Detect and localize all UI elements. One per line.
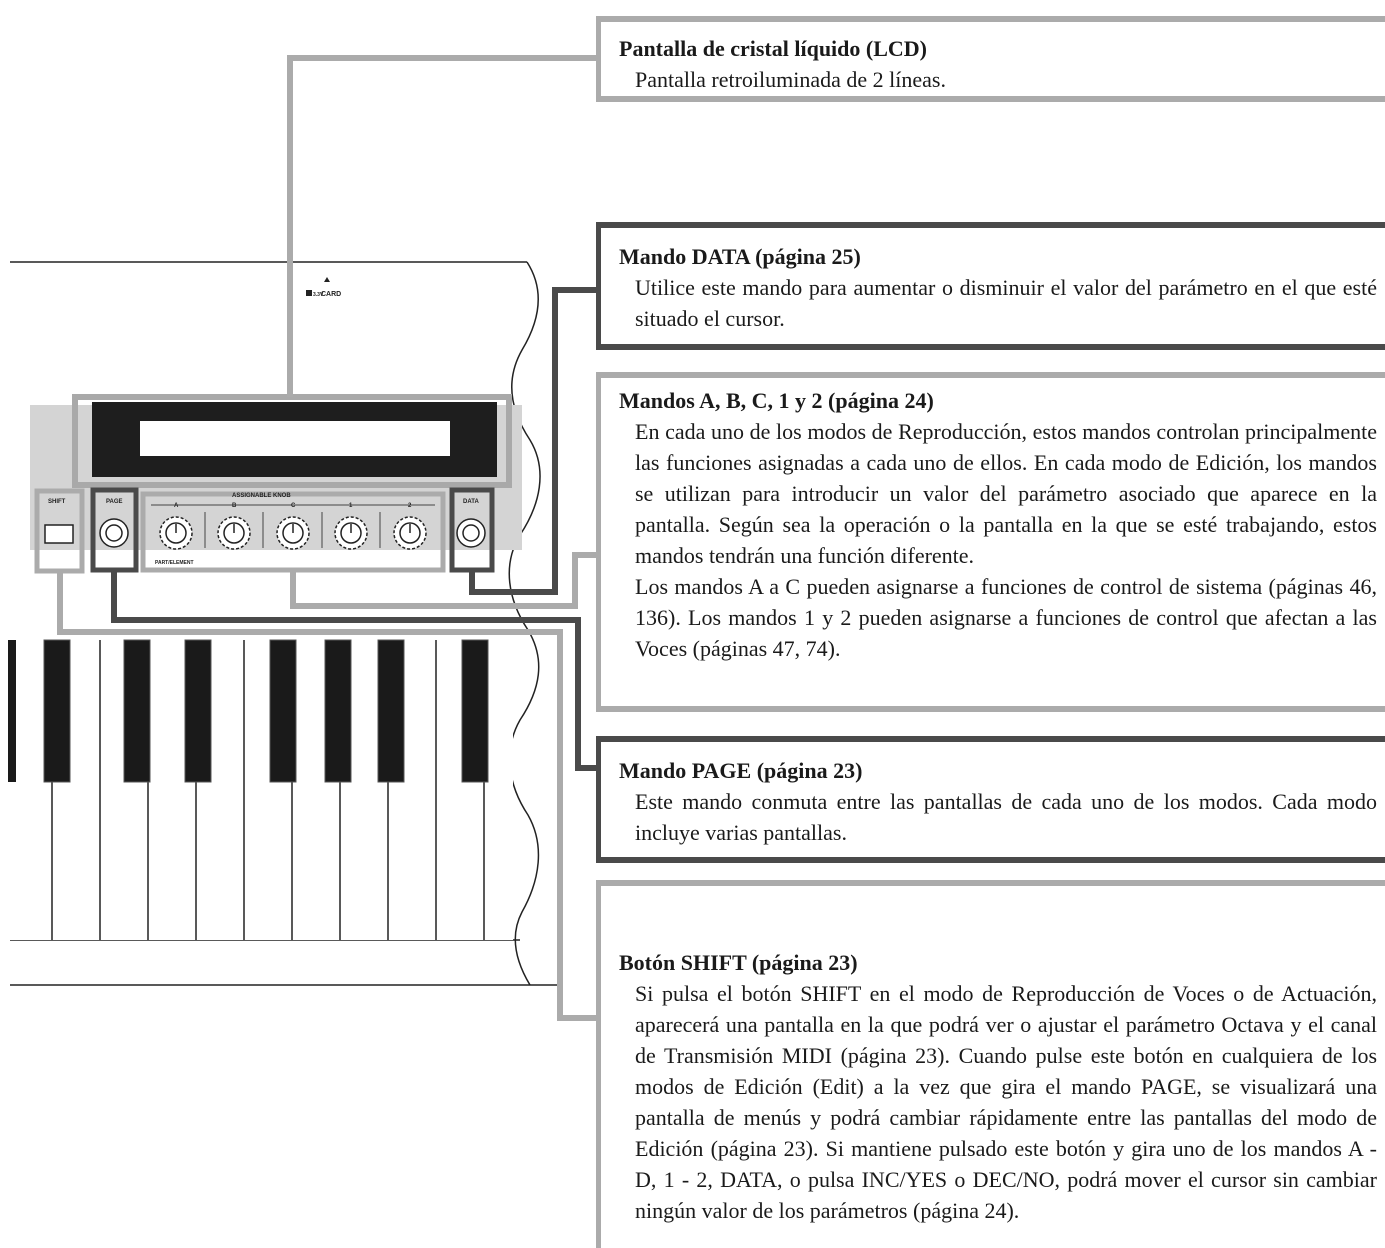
callout-data-title: Mando DATA (página 25) — [619, 244, 861, 269]
knob-b[interactable] — [217, 516, 251, 550]
knob-a[interactable] — [159, 516, 193, 550]
callout-data: Mando DATA (página 25) Utilice este mand… — [596, 222, 1385, 350]
callout-knobs-body-2: Los mandos A a C pueden asignarse a func… — [635, 574, 1377, 661]
svg-text:1: 1 — [349, 503, 353, 509]
callout-page-title: Mando PAGE (página 23) — [619, 758, 863, 783]
card-slot: 3.3V CARD — [306, 277, 341, 298]
leader-page — [111, 570, 598, 771]
svg-text:A: A — [174, 503, 179, 509]
callout-lcd-title: Pantalla de cristal líquido (LCD) — [619, 36, 928, 61]
lcd-screen — [140, 421, 450, 456]
svg-text:PART/ELEMENT: PART/ELEMENT — [155, 560, 194, 566]
knob-2[interactable] — [393, 516, 427, 550]
svg-text:C: C — [291, 503, 296, 509]
callout-shift-title: Botón SHIFT (página 23) — [619, 950, 858, 975]
black-key — [184, 639, 212, 783]
page-knob[interactable] — [99, 518, 129, 548]
black-key — [377, 639, 405, 783]
callout-lcd-body: Pantalla retroiluminada de 2 líneas. — [635, 67, 946, 92]
control-panel: SHIFT PAGE ASSIGNABLE KNOB A B C 1 2 — [30, 394, 522, 574]
svg-text:SHIFT: SHIFT — [48, 499, 66, 505]
leader-data — [469, 287, 598, 595]
black-key — [461, 639, 489, 783]
callout-data-body: Utilice este mando para aumentar o dismi… — [635, 275, 1377, 331]
keyboard — [8, 639, 513, 940]
black-key — [269, 639, 297, 783]
black-key — [123, 639, 151, 783]
black-key — [324, 639, 352, 783]
black-key — [43, 639, 71, 783]
svg-text:B: B — [232, 503, 237, 509]
data-knob[interactable] — [456, 518, 486, 548]
shift-button[interactable] — [44, 524, 74, 544]
leader-lcd — [287, 55, 598, 397]
leader-lines — [57, 55, 598, 1021]
svg-text:DATA: DATA — [463, 499, 479, 505]
card-voltage: 3.3V — [313, 292, 324, 298]
callout-knobs-title: Mandos A, B, C, 1 y 2 (página 24) — [619, 388, 934, 413]
svg-text:PAGE: PAGE — [106, 499, 123, 505]
callout-lcd: Pantalla de cristal líquido (LCD) Pantal… — [596, 16, 1385, 102]
leader-knobs — [290, 552, 598, 609]
knob-1[interactable] — [334, 516, 368, 550]
callout-page: Mando PAGE (página 23) Este mando conmut… — [596, 736, 1385, 863]
callout-shift: Botón SHIFT (página 23) Si pulsa el botó… — [596, 880, 1385, 1248]
black-key — [8, 640, 16, 782]
knob-c[interactable] — [276, 516, 310, 550]
svg-text:2: 2 — [408, 503, 412, 509]
callout-page-body: Este mando conmuta entre las pantallas d… — [635, 789, 1377, 845]
leader-shift — [57, 571, 598, 1021]
callout-shift-body: Si pulsa el botón SHIFT en el modo de Re… — [635, 981, 1377, 1223]
callout-knobs: Mandos A, B, C, 1 y 2 (página 24) En cad… — [596, 372, 1385, 712]
card-label: CARD — [321, 291, 341, 298]
callout-knobs-body-1: En cada uno de los modos de Reproducción… — [635, 419, 1377, 568]
svg-text:ASSIGNABLE KNOB: ASSIGNABLE KNOB — [232, 493, 291, 499]
